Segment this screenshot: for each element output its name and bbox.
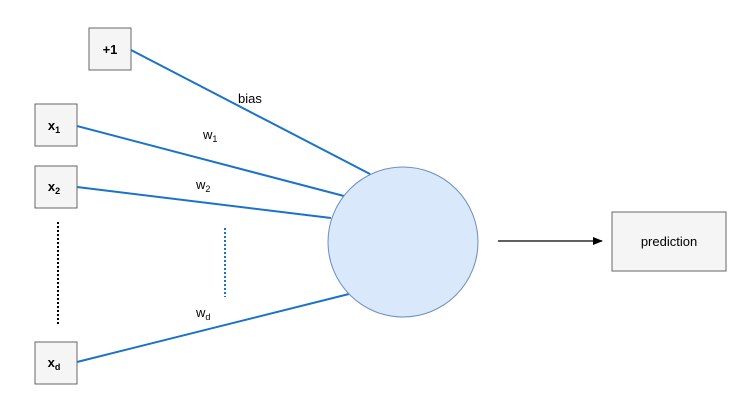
w1-edge bbox=[76, 125, 345, 197]
xd-input-node: xd bbox=[34, 341, 78, 385]
bias-input-label: +1 bbox=[103, 42, 118, 57]
w2-edge bbox=[76, 186, 332, 219]
x2-input-label: x2 bbox=[48, 179, 60, 196]
bias-input-node: +1 bbox=[88, 27, 132, 71]
neuron-circle bbox=[327, 166, 479, 318]
x2-input-node: x2 bbox=[34, 165, 78, 209]
prediction-label: prediction bbox=[641, 234, 697, 249]
bias-edge-label: bias bbox=[238, 91, 262, 106]
wd-edge bbox=[76, 293, 350, 363]
w1-edge-label: w1 bbox=[202, 127, 217, 144]
xd-input-label: xd bbox=[48, 355, 61, 372]
wd-edge-label: wd bbox=[195, 305, 210, 322]
bias-edge bbox=[130, 49, 371, 175]
prediction-node: prediction bbox=[611, 211, 727, 272]
w2-edge-label: w2 bbox=[195, 177, 210, 194]
x1-input-label: x1 bbox=[48, 118, 60, 135]
x1-input-node: x1 bbox=[34, 103, 78, 147]
